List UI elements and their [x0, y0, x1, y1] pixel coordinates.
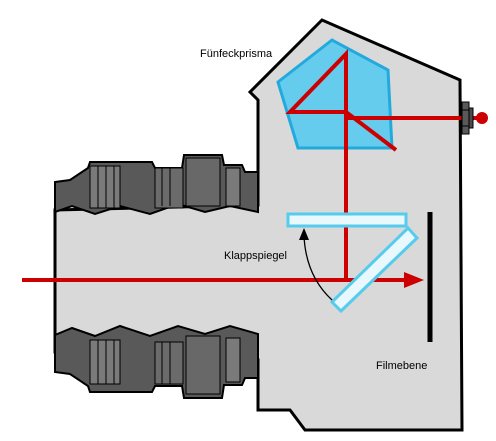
pentaprism: [276, 38, 394, 150]
mirror-raised: [286, 212, 408, 228]
lens-upper-ring-4: [225, 167, 241, 207]
lens-lower: [54, 324, 259, 399]
mirror-45-degree: [329, 225, 420, 314]
lens-upper-ring-2: [154, 167, 184, 209]
eyepiece-cap: [468, 107, 474, 129]
label-film-plane: Filmebene: [376, 360, 427, 372]
light-ray-path: [22, 49, 478, 288]
eye-icon: [476, 112, 488, 124]
lens-lower-ring-2: [154, 341, 184, 385]
lens-lower-ring-1: [89, 339, 121, 385]
eyepiece: [461, 101, 474, 135]
lens-upper-ring-3: [185, 157, 221, 207]
flip-arrow-curve: [303, 235, 333, 301]
lens-lower-ring-4: [225, 337, 241, 383]
lens-lower-ring-3: [185, 335, 221, 395]
flip-arrow-head: [299, 228, 309, 240]
eyepiece-housing: [461, 101, 470, 135]
lens-upper-ring-1: [89, 165, 121, 209]
label-prism: Fünfeckprisma: [200, 48, 273, 60]
label-mirror: Klappspiegel: [224, 250, 287, 262]
curved-arrow-icon: [299, 228, 333, 301]
arrow-right-icon: [404, 272, 424, 288]
lens-upper: [54, 154, 259, 216]
